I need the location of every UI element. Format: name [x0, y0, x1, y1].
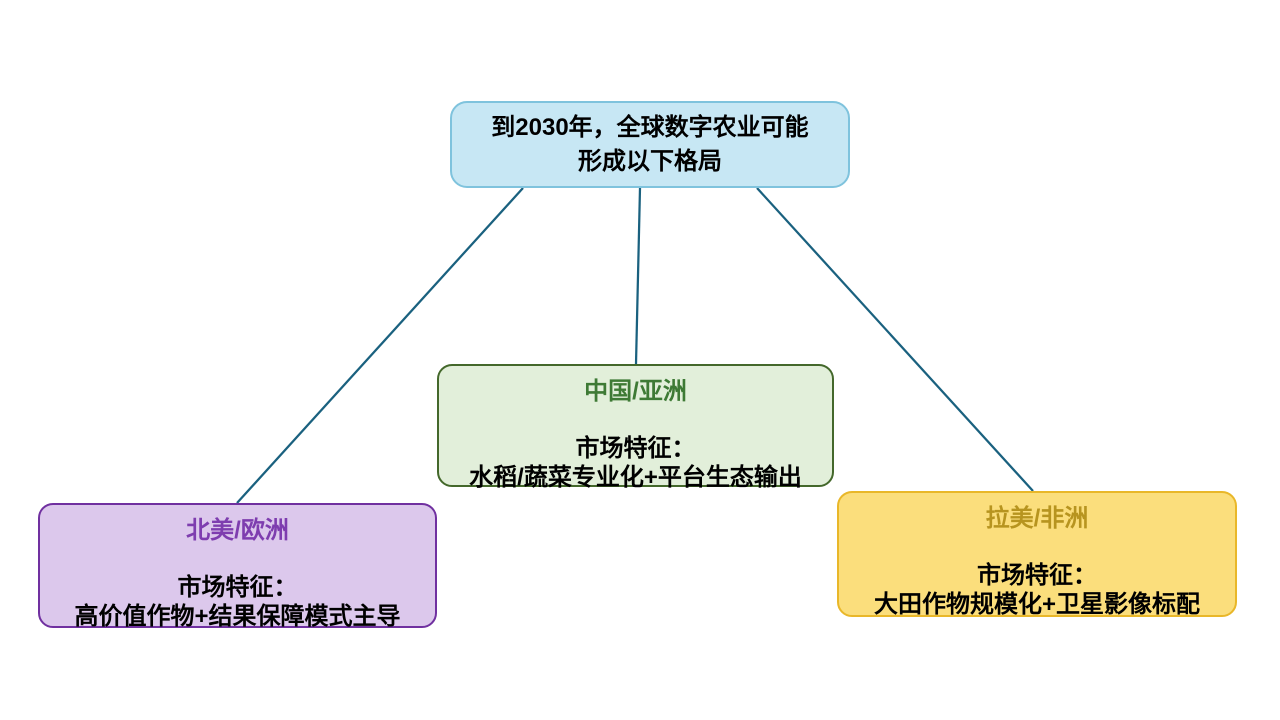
- market-feature-text: 水稻/蔬菜专业化+平台生态输出: [469, 464, 802, 491]
- node-china-asia: 中国/亚洲 市场特征： 水稻/蔬菜专业化+平台生态输出: [437, 364, 834, 491]
- node-root: 到2030年，全球数字农业可能 形成以下格局: [450, 101, 850, 188]
- market-feature-text: 高价值作物+结果保障模式主导: [74, 603, 401, 630]
- market-feature-text: 大田作物规模化+卫星影像标配: [873, 591, 1200, 618]
- node-latam-africa: 拉美/非洲 市场特征： 大田作物规模化+卫星影像标配: [837, 491, 1237, 618]
- connector-line-middle: [634, 187, 642, 365]
- root-text-line-2: 形成以下格局: [578, 147, 722, 175]
- root-text-line-1: 到2030年，全球数字农业可能: [491, 113, 809, 141]
- region-title: 中国/亚洲: [584, 378, 687, 405]
- market-feature-label: 市场特征：: [977, 562, 1097, 589]
- region-title: 北美/欧洲: [186, 517, 289, 544]
- market-feature-label: 市场特征：: [177, 574, 298, 601]
- region-title: 拉美/非洲: [985, 505, 1089, 532]
- market-feature-label: 市场特征：: [575, 435, 696, 462]
- node-north-america-europe: 北美/欧洲 市场特征： 高价值作物+结果保障模式主导: [38, 503, 437, 630]
